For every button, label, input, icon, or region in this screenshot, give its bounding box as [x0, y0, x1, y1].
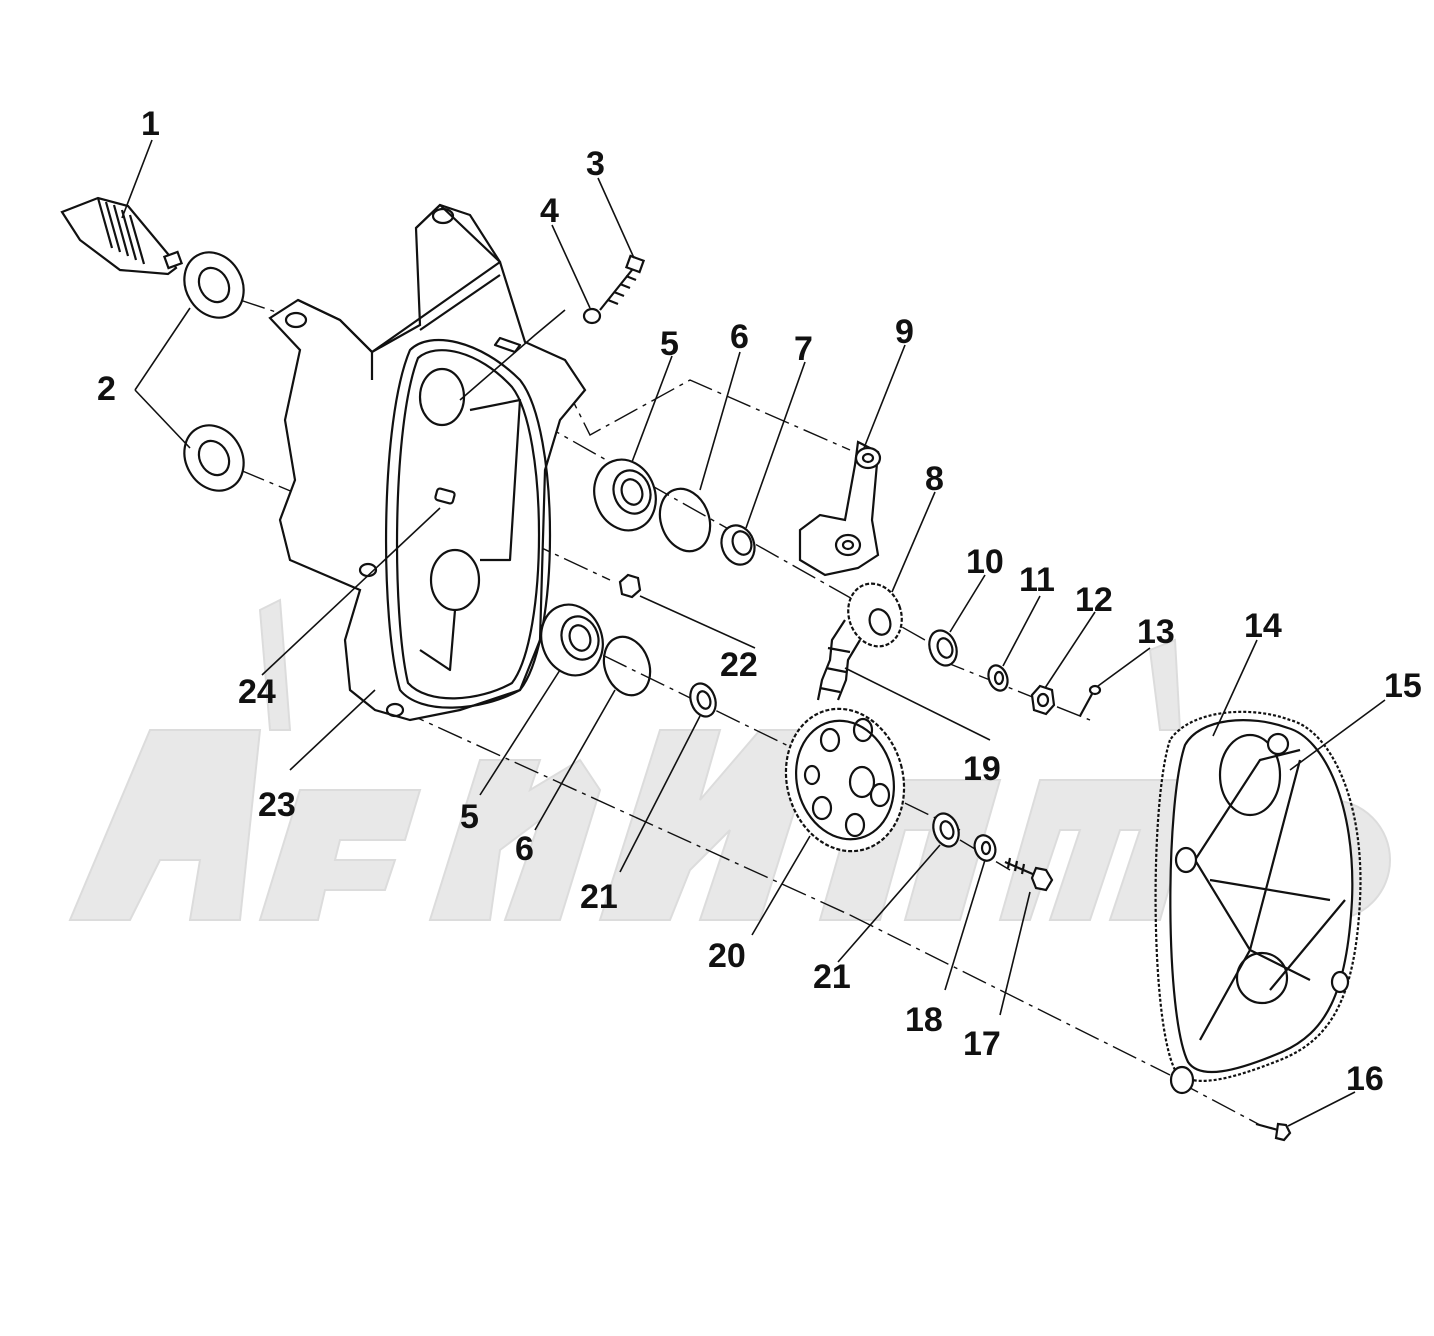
callout-labels: 1 2 3 4 5 6 7 9 8 10 11 12 13 14 15 22 2…	[97, 105, 1422, 1098]
callout-23: 23	[258, 786, 296, 824]
callout-3: 3	[586, 145, 605, 183]
leader-lines	[121, 139, 1386, 1127]
nut-22	[618, 573, 642, 599]
callout-21-right: 21	[813, 958, 851, 996]
callout-13: 13	[1137, 613, 1175, 651]
stud-24	[434, 487, 456, 505]
callout-16: 16	[1346, 1060, 1384, 1098]
callout-4: 4	[540, 192, 559, 230]
callout-12: 12	[1075, 581, 1113, 619]
callout-18: 18	[905, 1001, 943, 1039]
callout-8: 8	[925, 460, 944, 498]
callout-2: 2	[97, 370, 116, 408]
chaincase-housing	[268, 203, 587, 722]
washer-18	[973, 834, 997, 862]
callout-15: 15	[1384, 667, 1422, 705]
callout-6-upper: 6	[730, 318, 749, 356]
callout-20: 20	[708, 937, 746, 975]
washer-10	[928, 629, 958, 667]
tensioner-arm	[798, 440, 882, 577]
callout-6-lower: 6	[515, 830, 534, 868]
drive-chain	[816, 619, 861, 701]
washer-11	[987, 664, 1009, 692]
callout-7: 7	[794, 330, 813, 368]
callout-1: 1	[141, 105, 160, 143]
chaincase-cover	[1154, 710, 1362, 1095]
cover-bolt-16	[1255, 1122, 1292, 1142]
driven-sprocket	[784, 707, 906, 853]
drive-sprocket	[847, 582, 903, 648]
callout-11: 11	[1019, 561, 1055, 599]
bearing-lower	[540, 603, 604, 677]
snap-ring-lower	[602, 635, 652, 697]
callout-24: 24	[238, 673, 276, 711]
oil-seal-lower	[183, 424, 245, 492]
splined-shaft	[60, 196, 184, 276]
callout-9: 9	[895, 313, 914, 351]
callout-21-lower: 21	[580, 878, 618, 916]
callout-14: 14	[1244, 607, 1282, 645]
callout-10: 10	[966, 543, 1004, 581]
callout-19: 19	[963, 750, 1001, 788]
bushing	[720, 524, 756, 566]
jam-nut	[582, 307, 602, 325]
hex-nut-12	[1030, 684, 1056, 716]
callout-22: 22	[720, 646, 758, 684]
washer-21-lower	[689, 682, 717, 718]
washer-21-right	[932, 812, 960, 848]
cotter-pin-13	[1079, 684, 1102, 717]
bearing-upper	[593, 458, 657, 532]
callout-5-upper: 5	[660, 325, 679, 363]
callout-5-lower: 5	[460, 798, 479, 836]
oil-seal-upper	[183, 251, 245, 319]
callout-17: 17	[963, 1025, 1001, 1063]
adjuster-bolt	[599, 254, 646, 311]
bolt-17	[1004, 857, 1054, 892]
snap-ring-upper	[658, 487, 712, 553]
